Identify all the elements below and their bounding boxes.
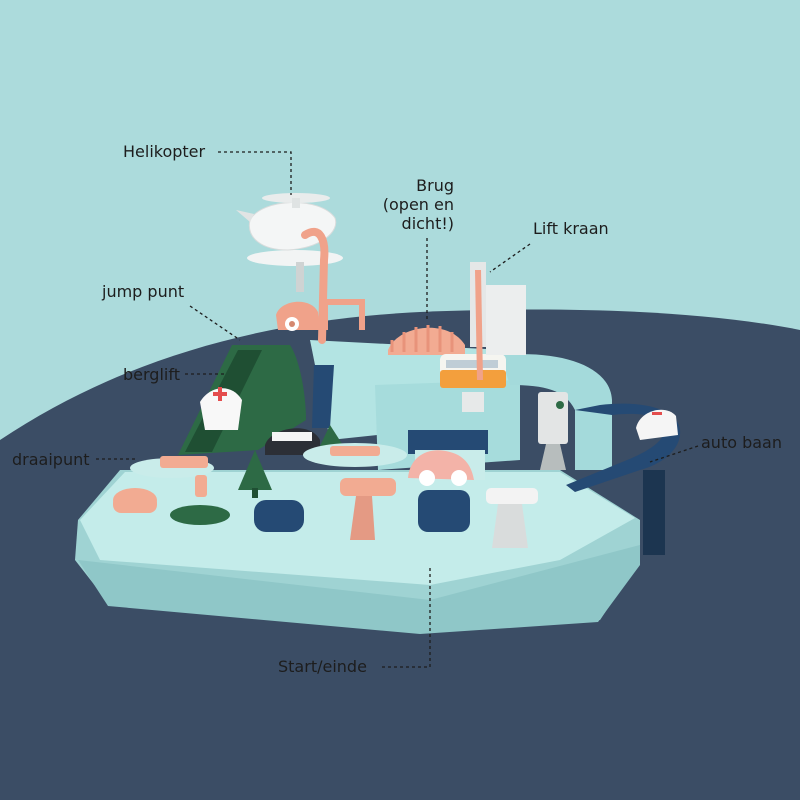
label-brug-line3: dicht!) [401,214,454,233]
label-draaipunt: draaipunt [12,450,90,469]
label-start-einde: Start/einde [278,657,367,676]
jump-punt-leader [189,305,241,341]
bridge [388,325,465,355]
mountain-lift [178,345,306,455]
car-track [566,403,681,555]
crane-arm [301,227,329,344]
pink-car [408,450,474,486]
crane-post [322,299,365,330]
label-lift-kraan: Lift kraan [533,219,609,238]
label-jump-punt: jump punt [102,282,185,301]
label-brug: Brug (open en dicht!) [378,176,454,233]
lift-crane [462,262,526,412]
tower-post [312,365,334,428]
label-auto-baan: auto baan [701,433,782,452]
helicopter [236,193,343,292]
helikopter-leader [218,151,292,195]
lift-kraan-leader [489,243,531,273]
auto-baan-leader [649,445,699,463]
turntables [130,443,407,478]
leader-lines [96,151,699,668]
police-car [265,428,320,455]
traffic-light [538,392,568,470]
label-helikopter: Helikopter [123,142,206,161]
label-brug-line2: (open en [382,195,454,214]
bus [440,354,506,388]
control-knobs [113,475,538,548]
start-einde-leader [382,568,431,668]
hanging-pink-car [276,301,320,331]
label-brug-line1: Brug [416,176,454,195]
label-berglift: berglift [123,365,180,384]
